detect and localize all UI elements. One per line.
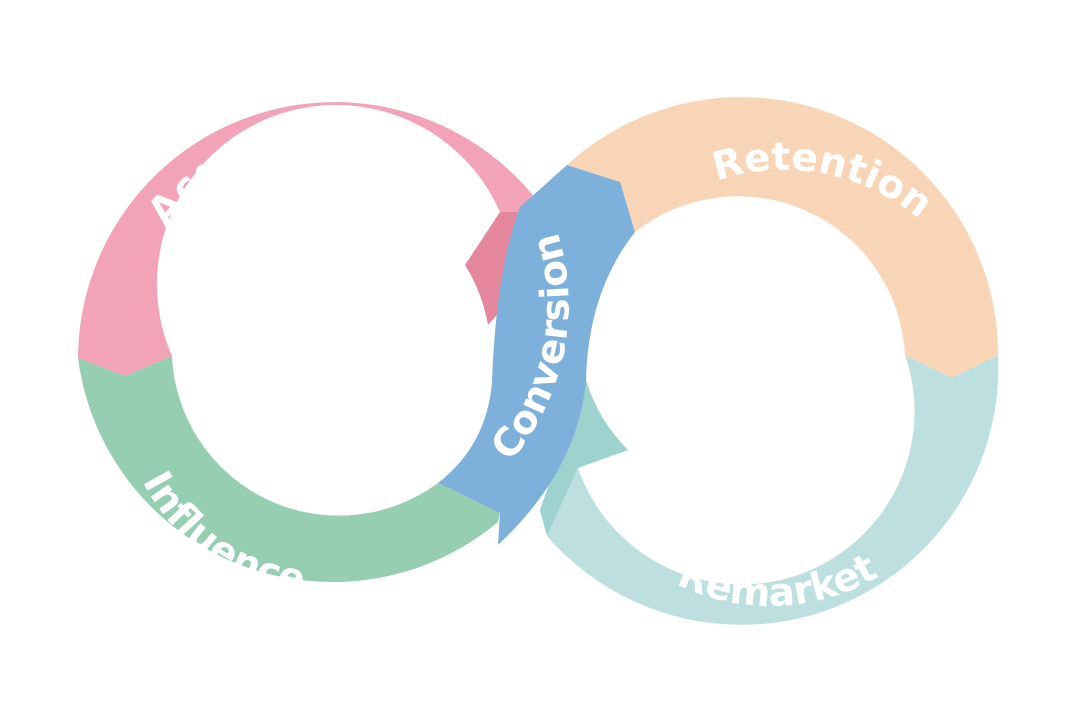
influence-segment bbox=[78, 356, 500, 583]
remarket-segment bbox=[547, 355, 999, 625]
acquisition-segment bbox=[78, 102, 545, 376]
retention-segment bbox=[567, 97, 999, 379]
remarket-arrow-tip bbox=[540, 380, 628, 536]
acquisition-label: Acquisition bbox=[139, 108, 390, 234]
conversion-segment bbox=[438, 165, 635, 545]
